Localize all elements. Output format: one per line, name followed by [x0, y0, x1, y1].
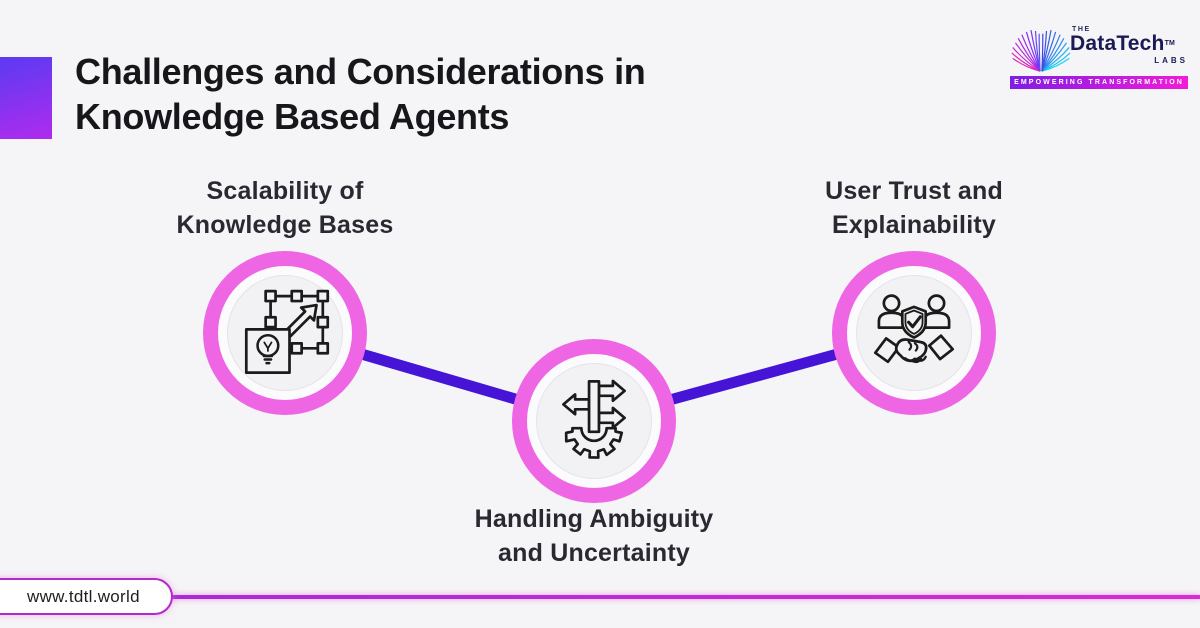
trademark-symbol: TM: [1164, 40, 1176, 47]
connector-left: [356, 347, 524, 407]
accent-square: [0, 57, 52, 139]
page-title: Challenges and Considerations in Knowled…: [75, 49, 715, 139]
node-circle-trust: [832, 251, 996, 415]
logo-brand: DataTechTM: [1070, 32, 1176, 55]
node-label-trust: User Trust and Explainability: [825, 177, 1003, 239]
datatech-labs-logo: THE DataTechTM LABS EMPOWERING TRANSFORM…: [1010, 26, 1188, 90]
logo-the: THE: [1072, 26, 1091, 33]
logo-tagline: EMPOWERING TRANSFORMATION: [1010, 76, 1188, 89]
footer-divider-line: [170, 595, 1200, 599]
logo-wordmark: THE DataTechTM LABS: [1070, 26, 1188, 65]
website-url: www.tdtl.world: [27, 586, 140, 606]
footer-website-pill: www.tdtl.world: [0, 578, 173, 615]
butterfly-wing-icon: [1011, 30, 1071, 72]
node-label-ambiguity: Handling Ambiguity and Uncertainty: [474, 505, 714, 567]
logo-labs: LABS: [1154, 56, 1188, 65]
title-line-2: Knowledge Based Agents: [75, 96, 510, 137]
scale-expand-lightbulb-icon: [244, 289, 330, 374]
node-circle-ambiguity: [512, 339, 676, 503]
title-line-1: Challenges and Considerations in: [75, 51, 646, 92]
connector-right: [664, 347, 843, 407]
node-circle-scalability: [203, 251, 367, 415]
people-shield-handshake-icon: [873, 294, 955, 364]
node-label-scalability: Scalability of Knowledge Bases: [176, 177, 394, 239]
direction-arrows-gear-icon: [562, 379, 626, 459]
